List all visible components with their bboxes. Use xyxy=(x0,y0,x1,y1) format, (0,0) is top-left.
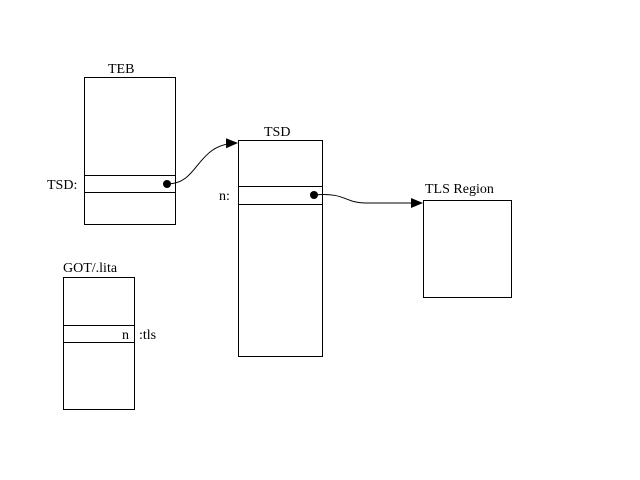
teb-to-tsd-arrow xyxy=(166,138,238,185)
tsd-block: TSD n: xyxy=(219,125,323,357)
got-lita-block: GOT/.lita n :tls xyxy=(63,261,156,410)
tls-region-title: TLS Region xyxy=(425,182,494,197)
tsd-n-slot-label: n: xyxy=(219,189,230,204)
teb-title: TEB xyxy=(108,62,134,77)
got-tls-side-label: :tls xyxy=(139,328,156,343)
tsd-box xyxy=(238,140,323,357)
tls-region-box xyxy=(423,200,512,298)
got-lita-title: GOT/.lita xyxy=(63,261,118,276)
teb-block: TEB TSD: xyxy=(47,62,176,225)
teb-tsd-slot-label: TSD: xyxy=(47,178,77,193)
tsd-title: TSD xyxy=(264,125,290,140)
teb-box xyxy=(84,77,176,225)
got-n-slot-label: n xyxy=(122,328,129,343)
tsd-to-tls-arrow xyxy=(313,193,423,208)
tls-region-block: TLS Region xyxy=(423,182,512,298)
got-lita-box xyxy=(63,277,135,410)
